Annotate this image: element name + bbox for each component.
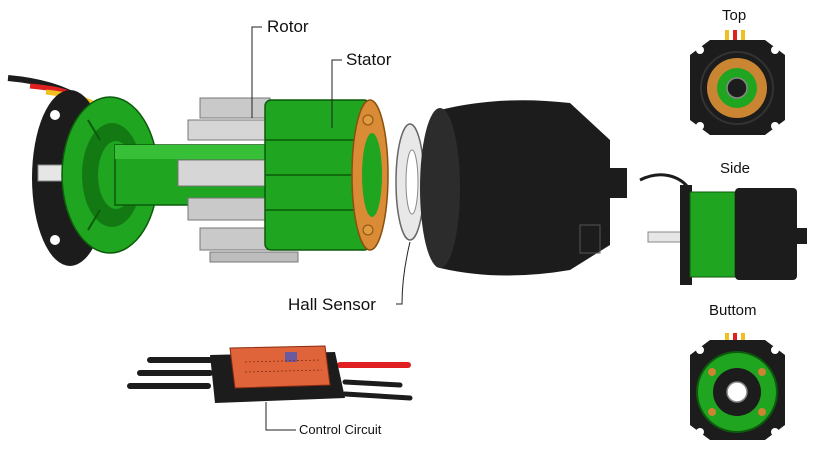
- bell-housing: [420, 100, 627, 276]
- label-hall-sensor: Hall Sensor: [288, 295, 376, 314]
- top-view: [690, 30, 785, 135]
- label-view-side: Side: [720, 160, 750, 177]
- label-control-circuit: Control Circuit: [299, 422, 382, 437]
- label-view-top: Top: [722, 7, 746, 24]
- label-view-bottom: Buttom: [709, 302, 757, 319]
- side-view: [639, 173, 807, 285]
- label-stator: Stator: [346, 50, 392, 69]
- stator: [264, 99, 389, 251]
- bottom-view: [690, 333, 785, 440]
- control-circuit: [127, 345, 413, 403]
- callout-lines: [251, 26, 411, 431]
- hall-sensor-ring: [395, 123, 425, 241]
- label-rotor: Rotor: [267, 17, 309, 36]
